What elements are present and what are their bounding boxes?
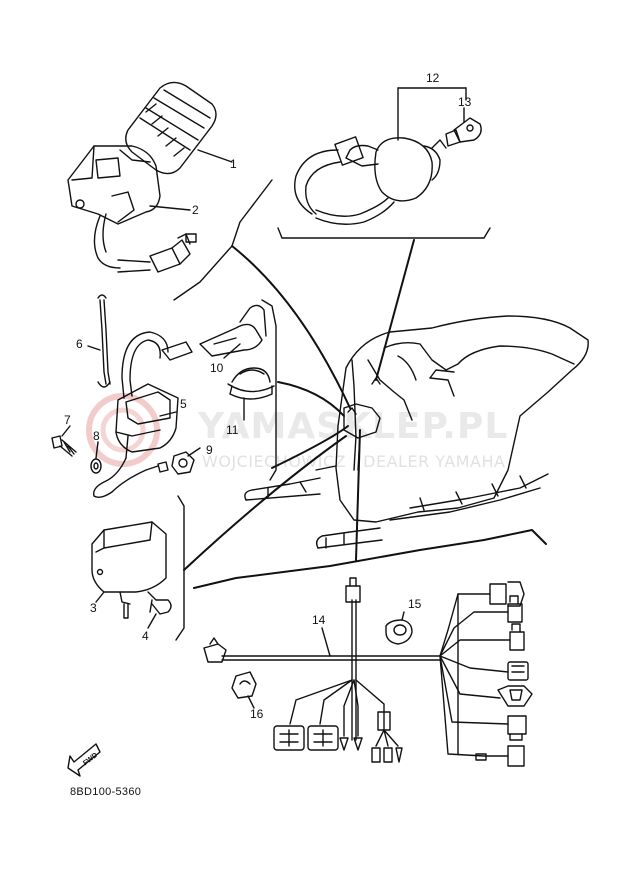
- callout-16: 16: [250, 707, 264, 721]
- snowmobile-body: [244, 315, 589, 549]
- callout-6: 6: [76, 337, 83, 351]
- callout-13: 13: [458, 95, 472, 109]
- callout-10: 10: [210, 361, 224, 375]
- callout-2: 2: [192, 203, 199, 217]
- voltage-regulator-assembly: [91, 521, 172, 619]
- location-leader-lines: [183, 239, 547, 589]
- callout-1: 1: [230, 157, 237, 171]
- callout-3: 3: [90, 601, 97, 615]
- callout-7: 7: [64, 413, 71, 427]
- callout-9: 9: [206, 443, 213, 457]
- throttle-grip-assembly: [67, 81, 217, 273]
- callout-5: 5: [180, 397, 187, 411]
- wire-harness: [203, 577, 533, 767]
- callout-4: 4: [142, 629, 149, 643]
- callout-12: 12: [426, 71, 440, 85]
- watermark-text: YAMASKLEP.PL: [198, 406, 509, 447]
- callout-14: 14: [312, 613, 326, 627]
- callout-15: 15: [408, 597, 422, 611]
- main-switch-assembly: [294, 117, 482, 225]
- part-code: 8BD100-5360: [70, 786, 142, 798]
- callout-8: 8: [93, 429, 100, 443]
- forward-arrow: [67, 743, 101, 777]
- callout-11: 11: [226, 423, 239, 437]
- ignition-coil-assembly: [51, 294, 275, 499]
- fwd-label: FWD: [82, 752, 99, 767]
